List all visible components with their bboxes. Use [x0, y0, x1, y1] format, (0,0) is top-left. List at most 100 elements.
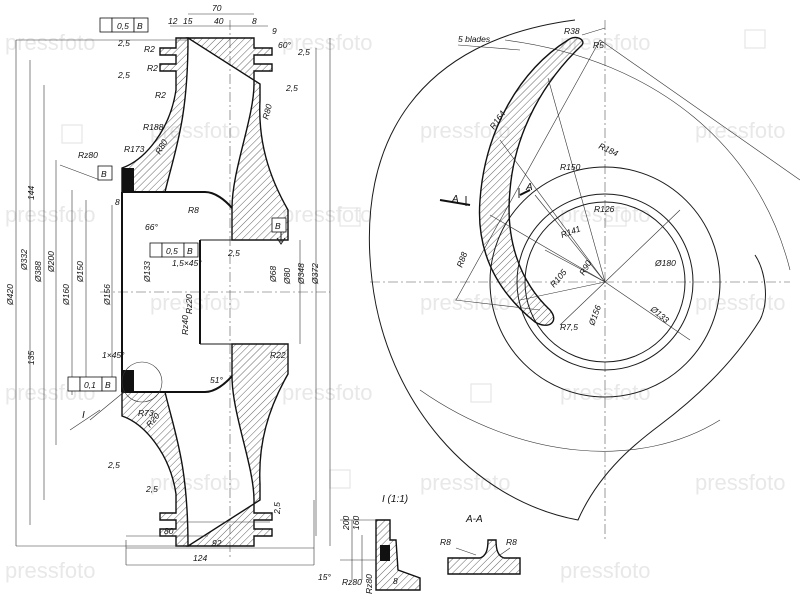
rz40-label: Rz40 [180, 315, 190, 335]
blade-profile-view: A A 5 blades R38 R5 R164 R184 R150 R126 … [368, 19, 800, 540]
diameter-80: Ø80 [282, 268, 292, 285]
svg-text:A: A [451, 194, 459, 205]
diameter-133: Ø133 [142, 261, 152, 283]
dim-92: 92 [212, 538, 222, 548]
radius-r105: R105 [548, 267, 569, 289]
radius-r188: R188 [143, 122, 164, 132]
upper-web [122, 191, 233, 209]
radius-r8: R8 [506, 537, 517, 547]
section-aa-view: A-A R8 R8 [440, 514, 521, 575]
svg-text:B: B [105, 380, 111, 390]
diameter-200: Ø200 [46, 251, 56, 273]
radius-r184: R184 [597, 141, 620, 159]
svg-text:0,5: 0,5 [117, 21, 129, 31]
radius-r173: R173 [124, 144, 145, 154]
svg-text:B: B [275, 221, 281, 231]
dim-width-70: 70 [212, 3, 222, 13]
radius-r126: R126 [594, 204, 615, 214]
lower-web [122, 375, 233, 393]
roughness-mark: 2,5 [297, 47, 310, 57]
dim-135: 135 [26, 351, 36, 365]
diameter-160: Ø160 [61, 284, 71, 306]
svg-text:0,1: 0,1 [84, 380, 96, 390]
rz80-label: Rz80 [364, 574, 374, 594]
svg-text:B: B [137, 21, 143, 31]
dim-80: 80 [164, 526, 174, 536]
dim-15: 15 [183, 16, 193, 26]
blade-section [478, 36, 584, 326]
diameter-420: Ø420 [5, 284, 15, 306]
radius-r38: R38 [564, 26, 580, 36]
roughness-mark: 2,5 [272, 502, 282, 515]
leader-line [457, 44, 521, 51]
svg-text:B: B [101, 169, 107, 179]
diameter-180: Ø180 [654, 258, 676, 268]
svg-text:B: B [187, 246, 193, 256]
diameter-348: Ø348 [296, 263, 306, 285]
watermark-text: pressfoto [695, 470, 786, 495]
watermark-text: pressfoto [282, 380, 373, 405]
radius-r5: R5 [593, 40, 604, 50]
leader-line [89, 391, 125, 421]
upper-hub [121, 37, 189, 193]
section-aa-profile [447, 539, 521, 575]
roughness-mark: 2,5 [285, 83, 298, 93]
radius-r22: R22 [270, 350, 286, 360]
tolerance-frame: 0,5 B [99, 17, 149, 33]
diameter-332: Ø332 [19, 249, 29, 271]
dim-8: 8 [393, 576, 398, 586]
watermark-text: pressfoto [695, 118, 786, 143]
radius-r2: R2 [155, 90, 166, 100]
circle-outer-hub [489, 166, 721, 398]
dim-200: 200 [341, 516, 351, 531]
diameter-156: Ø156 [586, 303, 603, 327]
rz80-label: Rz80 [342, 577, 362, 587]
radius-r150: R150 [560, 162, 581, 172]
diameter-150: Ø150 [75, 261, 85, 283]
angle-15: 15° [318, 572, 331, 582]
radius-r8: R8 [188, 205, 199, 215]
dim-8: 8 [115, 197, 120, 207]
dim-144: 144 [26, 186, 36, 200]
diameter-372: Ø372 [310, 263, 320, 285]
chamfer-label: 1,5×45° [172, 258, 202, 268]
watermark-icon [61, 29, 766, 489]
watermark-text: pressfoto [420, 470, 511, 495]
tolerance-frame: 0,1 B [67, 376, 117, 392]
radius-r7-5: R7,5 [560, 322, 578, 332]
watermark-text: pressfoto [5, 558, 96, 583]
angle-51: 51° [210, 375, 223, 385]
lower-hub [121, 391, 189, 547]
dim-124: 124 [193, 553, 207, 563]
watermark-text: pressfoto [150, 470, 241, 495]
watermark-text: pressfoto [695, 290, 786, 315]
section-cut-marker: A A [439, 182, 533, 206]
main-section-view: I [5, 3, 331, 566]
roughness-mark: 2,5 [117, 70, 130, 80]
radius-r88: R88 [454, 250, 469, 268]
roughness-mark: 2,5 [117, 38, 130, 48]
watermark-text: pressfoto [150, 290, 241, 315]
outer-contour [368, 19, 766, 521]
watermark-text: pressfoto [560, 558, 651, 583]
rz20-label: Rz20 [184, 294, 194, 314]
blades-note: 5 blades [458, 34, 491, 44]
dim-12: 12 [168, 16, 178, 26]
radius-r8: R8 [440, 537, 451, 547]
diameter-388: Ø388 [33, 261, 43, 283]
upper-section [185, 37, 289, 241]
detail-section [375, 519, 421, 591]
diameter-68: Ø68 [268, 266, 278, 283]
svg-text:0,5: 0,5 [166, 246, 178, 256]
radius-r73: R73 [138, 408, 154, 418]
seal-groove [122, 370, 134, 392]
diameter-133: Ø133 [648, 303, 671, 325]
radius-r2: R2 [147, 63, 158, 73]
chamfer-label: 1×45° [102, 350, 125, 360]
svg-text:A: A [525, 182, 533, 193]
construction-line [599, 39, 800, 181]
watermark-text: pressfoto [5, 30, 96, 55]
section-label: A-A [465, 514, 483, 525]
dim-60deg: 60° [278, 40, 291, 50]
